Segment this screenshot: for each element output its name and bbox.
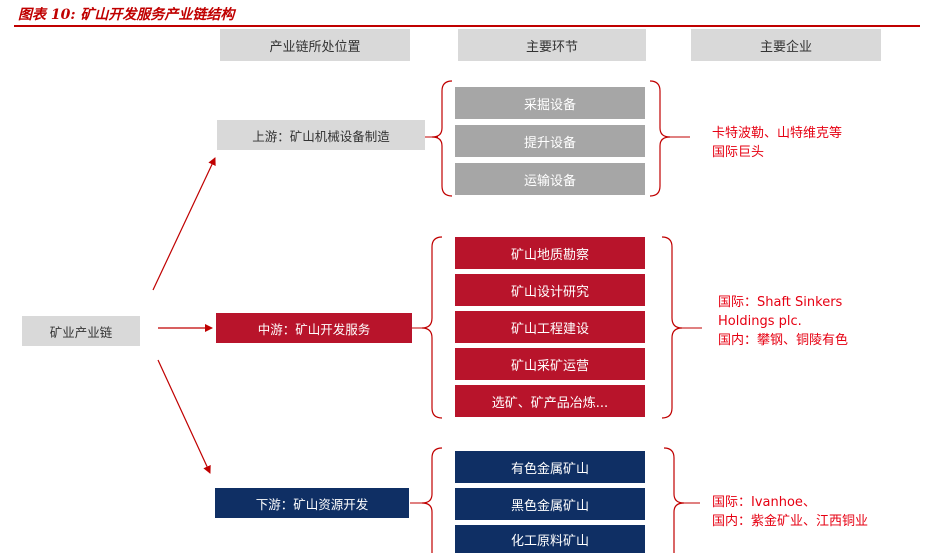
header-companies: 主要企业 <box>691 29 881 61</box>
upstream-item: 运输设备 <box>455 163 645 195</box>
midstream-right-bracket <box>661 236 683 419</box>
downstream-item: 化工原料矿山 <box>455 525 645 553</box>
midstream-item: 矿山采矿运营 <box>455 348 645 380</box>
upstream-item: 提升设备 <box>455 125 645 157</box>
upstream-right-bracket <box>649 80 671 197</box>
company-line: 国内：紫金矿业、江西铜业 <box>712 514 869 529</box>
header-segment: 主要环节 <box>458 29 646 61</box>
company-line: 国际：Ivanhoe、 <box>712 495 816 510</box>
downstream-companies: 国际：Ivanhoe、 国内：紫金矿业、江西铜业 <box>712 493 868 531</box>
company-line: Holdings plc. <box>718 314 802 329</box>
arrow-to-downstream <box>157 359 211 474</box>
downstream-item: 黑色金属矿山 <box>455 488 645 520</box>
upstream-item: 采掘设备 <box>455 87 645 119</box>
downstream-left-bracket <box>421 447 443 553</box>
figure-title: 图表 10: 矿山开发服务产业链结构 <box>18 7 235 23</box>
company-line: 国内：攀钢、铜陵有色 <box>718 333 849 348</box>
midstream-item: 矿山工程建设 <box>455 311 645 343</box>
midstream-item: 矿山设计研究 <box>455 274 645 306</box>
upstream-left-bracket <box>431 80 453 197</box>
upstream-stage: 上游：矿山机械设备制造 <box>217 120 425 150</box>
midstream-stage: 中游：矿山开发服务 <box>216 313 412 343</box>
downstream-item: 有色金属矿山 <box>455 451 645 483</box>
midstream-item: 选矿、矿产品冶炼... <box>455 385 645 417</box>
root-node: 矿业产业链 <box>22 316 140 346</box>
arrow-to-upstream <box>152 157 216 291</box>
title-rule <box>14 25 920 27</box>
midstream-item: 矿山地质勘察 <box>455 237 645 269</box>
downstream-stage: 下游：矿山资源开发 <box>215 488 409 518</box>
upstream-companies: 卡特波勒、山特维克等 国际巨头 <box>712 124 842 162</box>
midstream-left-bracket <box>421 236 443 419</box>
company-line: 卡特波勒、山特维克等 <box>712 126 843 141</box>
company-line: 国际：Shaft Sinkers <box>718 295 843 310</box>
downstream-right-bracket <box>663 447 685 553</box>
header-position: 产业链所处位置 <box>220 29 410 61</box>
midstream-companies: 国际：Shaft Sinkers Holdings plc. 国内：攀钢、铜陵有… <box>718 293 848 350</box>
company-line: 国际巨头 <box>712 145 765 160</box>
